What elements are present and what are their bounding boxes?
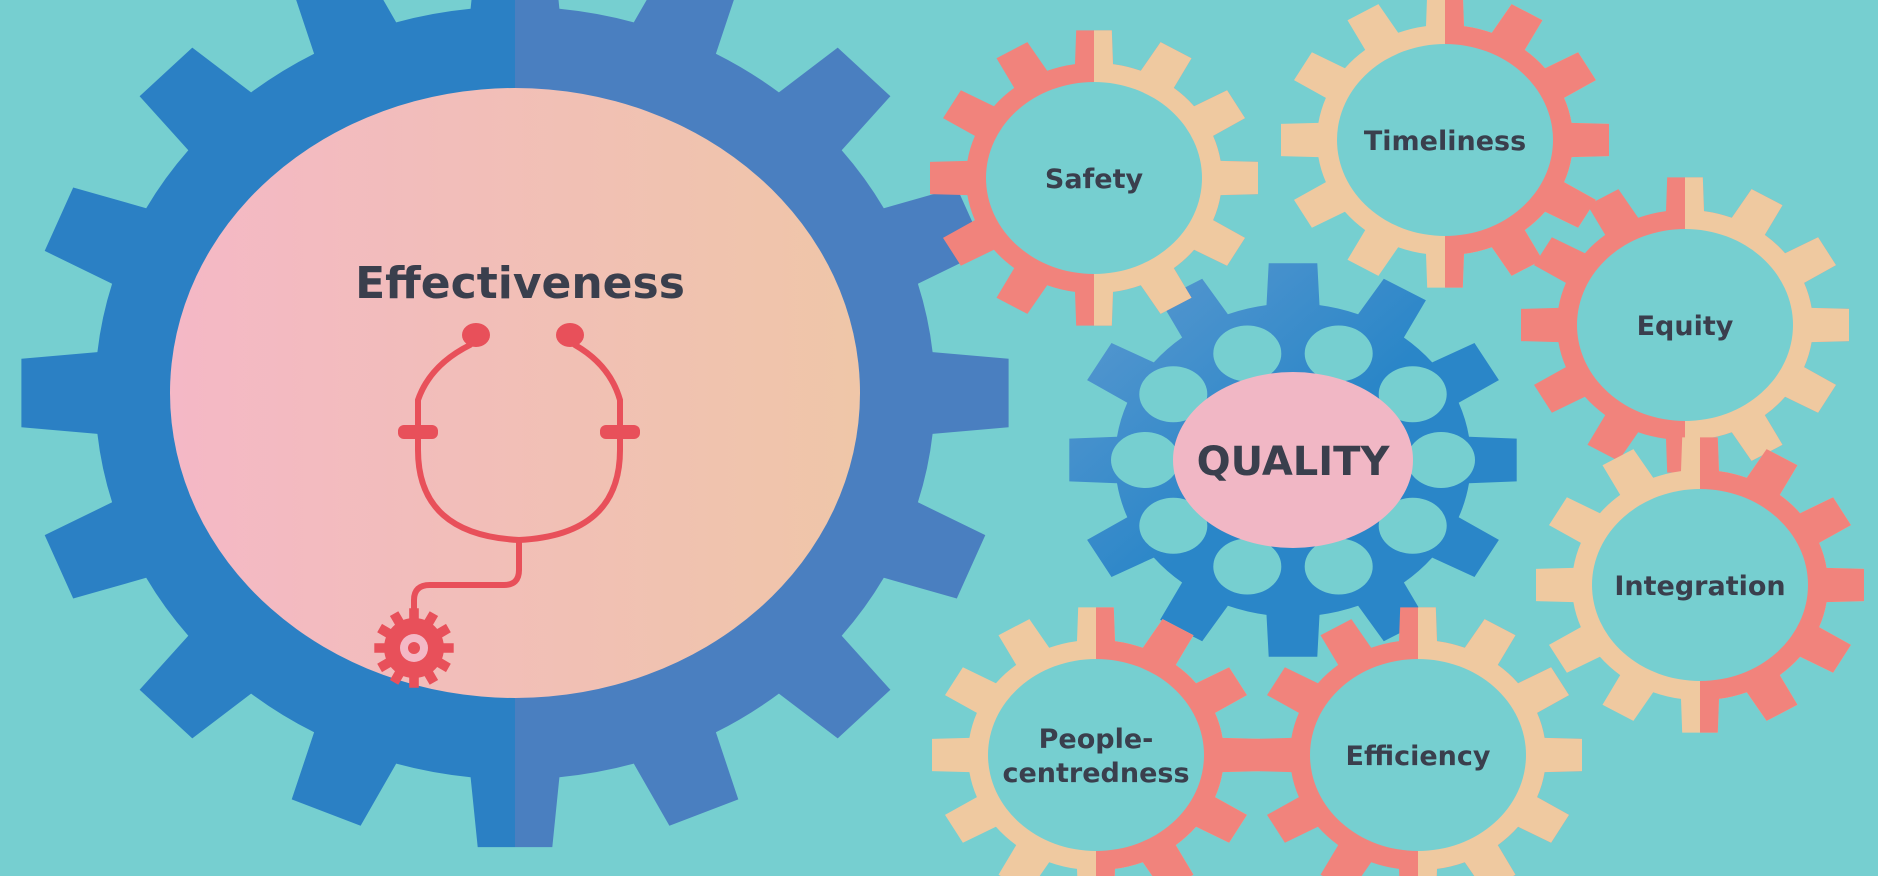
gear-center	[1310, 659, 1526, 851]
center-gear-hole	[1378, 366, 1447, 423]
center-gear-holes	[1111, 325, 1475, 595]
quality-hub	[1173, 372, 1413, 548]
gear-center	[1577, 229, 1793, 421]
center-gear-hole	[1213, 325, 1282, 382]
gear-center	[1592, 489, 1808, 681]
center-gear-hole	[1111, 432, 1179, 488]
gear-integration: Integration	[1536, 437, 1864, 733]
gear-timeliness: Timeliness	[1281, 0, 1609, 288]
center-gear-hole	[1407, 432, 1475, 488]
people-centredness-label: centredness	[1002, 758, 1189, 789]
people-centredness-label: People-	[1039, 724, 1154, 755]
effectiveness-gear: Effectiveness	[21, 0, 1009, 848]
effectiveness-label: Effectiveness	[355, 258, 685, 309]
center-gear-hole	[1213, 538, 1282, 595]
center-gear-hole	[1139, 497, 1208, 554]
quality-label: QUALITY	[1197, 439, 1391, 485]
gear-center	[1337, 44, 1553, 236]
integration-label: Integration	[1614, 571, 1785, 602]
center-gear-hole	[1139, 366, 1208, 423]
main-gear-inner-disc	[170, 88, 860, 698]
equity-label: Equity	[1637, 311, 1734, 342]
timeliness-label: Timeliness	[1364, 126, 1526, 157]
safety-label: Safety	[1045, 164, 1144, 195]
gear-people-centredness: People-centredness	[932, 607, 1260, 876]
gear-center	[986, 82, 1202, 274]
stethoscope-chestpiece	[374, 608, 454, 688]
center-gear-hole	[1378, 497, 1447, 554]
quality-gear: QUALITY	[1069, 263, 1517, 657]
gear-safety: Safety	[930, 30, 1258, 326]
dimension-gears: Safety TimelinessEquityIntegrationEfficie…	[930, 0, 1864, 876]
gear-center	[988, 659, 1204, 851]
efficiency-label: Efficiency	[1346, 741, 1491, 772]
stethoscope-icon	[374, 323, 640, 688]
center-gear-hole	[1304, 325, 1373, 382]
gear-equity: Equity	[1521, 177, 1849, 473]
gear-efficiency: Efficiency	[1254, 607, 1582, 876]
center-gear-hole	[1304, 538, 1373, 595]
